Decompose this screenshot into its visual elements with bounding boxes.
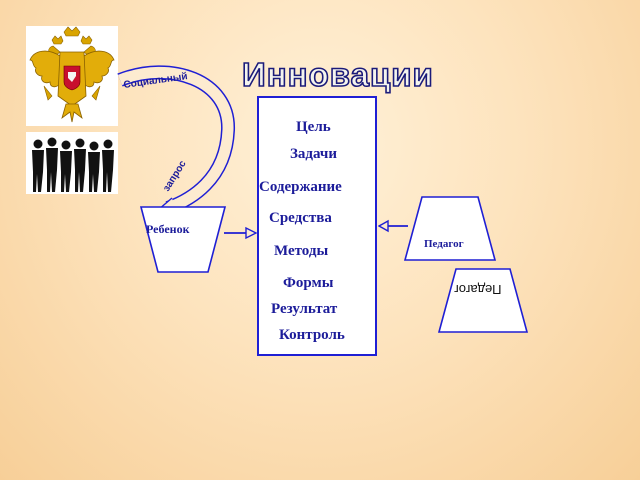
teacher-trapezoid <box>404 196 496 261</box>
box-item-tasks: Задачи <box>290 146 338 162</box>
child-trapezoid <box>140 206 226 273</box>
arrow-teacher-to-box <box>378 219 408 233</box>
box-item-content: Содержание <box>259 179 342 195</box>
arrow-child-to-box <box>224 226 258 240</box>
teacher-label: Педагог <box>424 238 464 250</box>
teacher-rotated-label: Педагог <box>454 282 502 297</box>
teacher-rotated-trapezoid <box>438 268 528 333</box>
box-item-means: Средства <box>269 210 332 226</box>
arc-bottom-label: запрос <box>161 158 189 193</box>
diagram-title: Инновации <box>241 55 434 94</box>
russian-coat-of-arms-icon <box>26 26 118 126</box>
people-silhouettes-icon <box>26 132 118 194</box>
box-item-methods: Методы <box>274 243 329 259</box>
content-box: Цель Задачи Содержание Средства Методы Ф… <box>257 96 377 356</box>
box-item-forms: Формы <box>283 275 334 291</box>
social-request-arrow: Социальный запрос <box>117 65 236 215</box>
box-item-control: Контроль <box>279 327 345 343</box>
box-item-goal: Цель <box>296 119 331 135</box>
child-label: Ребенок <box>146 222 190 236</box>
box-item-result: Результат <box>271 301 338 317</box>
